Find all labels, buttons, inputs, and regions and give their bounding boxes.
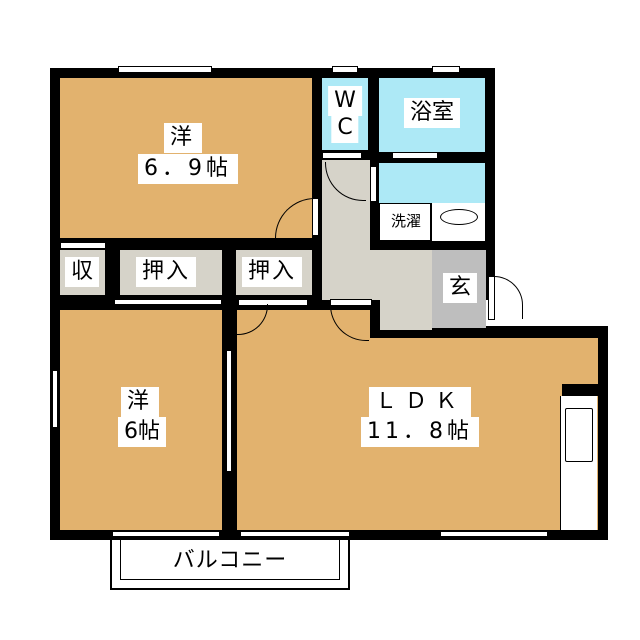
room-size: 6帖 — [118, 417, 166, 447]
ldk-room — [237, 310, 370, 530]
room-label: 押入 — [241, 257, 303, 287]
room-label: 浴室 — [403, 98, 461, 128]
room-label: C — [331, 113, 359, 143]
washroom — [379, 163, 485, 203]
window — [118, 66, 212, 73]
window — [52, 370, 58, 428]
room-size: 6．9帖 — [138, 154, 238, 184]
door-swing — [494, 276, 523, 319]
room-label: 収 — [64, 257, 100, 287]
room-label: 洋 — [120, 387, 160, 417]
stove — [565, 408, 593, 462]
window — [112, 531, 220, 537]
window — [432, 66, 460, 73]
sliding-door — [114, 299, 222, 305]
room-label: ＬＤＫ — [368, 387, 472, 417]
room-label: 洗濯 — [387, 211, 425, 231]
window — [440, 531, 548, 537]
window — [240, 531, 350, 537]
room-label: W — [328, 86, 362, 116]
room-label: 押入 — [135, 257, 197, 287]
balcony — [110, 540, 350, 590]
room-label: 玄 — [442, 273, 478, 303]
balcony-label: バルコニー — [172, 548, 288, 573]
kitchen-counter — [560, 396, 597, 530]
wash-basin — [432, 203, 485, 241]
window — [332, 66, 358, 73]
room-label: 洋 — [163, 123, 203, 153]
room-size: 11．8帖 — [361, 417, 479, 447]
